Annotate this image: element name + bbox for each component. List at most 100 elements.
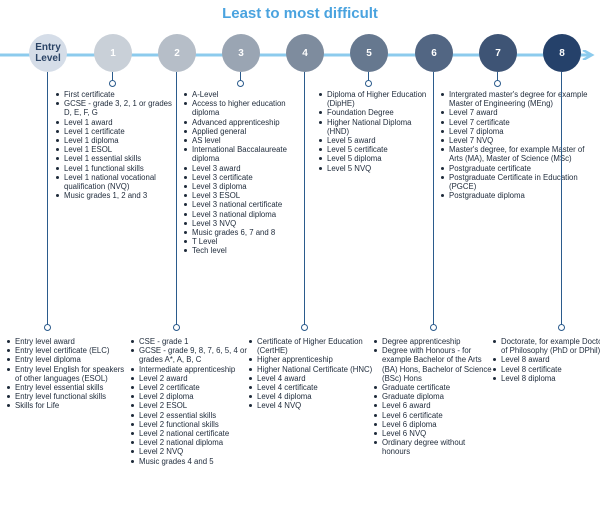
level-circle-6: 6 [415, 34, 453, 72]
qualification-item: Access to higher education diploma [184, 99, 310, 117]
qualification-list-level-4: Certificate of Higher Education (CertHE)… [248, 337, 375, 411]
connector-dot-7 [494, 80, 502, 87]
qualification-item: Higher apprenticeship [249, 355, 375, 364]
qualification-item: Certificate of Higher Education (CertHE) [249, 337, 375, 355]
level-circle-5: 5 [350, 34, 388, 72]
qualification-item: First certificate [56, 90, 180, 99]
qualification-list-level-7: Intergrated master's degree for example … [440, 90, 599, 200]
qualification-list-level-8: Doctorate, for example Doctor of Philoso… [492, 337, 600, 383]
connector-line-7 [497, 72, 499, 83]
qualification-item: Music grades 1, 2 and 3 [56, 191, 180, 200]
qualification-item: Level 3 award [184, 164, 310, 173]
qualification-item: Higher National Diploma (HND) [319, 118, 435, 136]
qualification-item: Higher National Certificate (HNC) [249, 365, 375, 374]
qualification-item: Level 3 diploma [184, 182, 310, 191]
qualification-item: Level 1 functional skills [56, 164, 180, 173]
diagram-title: Least to most difficult [222, 5, 378, 22]
qualification-item: Foundation Degree [319, 108, 435, 117]
qualification-item: Level 1 certificate [56, 127, 180, 136]
qualification-item: Level 3 ESOL [184, 191, 310, 200]
qualification-item: Applied general [184, 127, 310, 136]
qualification-item: Level 5 NVQ [319, 164, 435, 173]
qualification-item: Level 1 diploma [56, 136, 180, 145]
qualification-item: Level 2 national certificate [131, 429, 249, 438]
qualification-item: Entry level award [7, 337, 127, 346]
qualification-item: Entry level English for speakers of othe… [7, 365, 127, 383]
qualification-item: Degree with Honours - for example Bachel… [374, 346, 494, 383]
level-circle-3: 3 [222, 34, 260, 72]
qualification-item: Graduate certificate [374, 383, 494, 392]
qualification-item: Master's degree, for example Master of A… [441, 145, 599, 163]
qualification-item: Level 2 national diploma [131, 438, 249, 447]
qualification-item: Entry level diploma [7, 355, 127, 364]
connector-line-8 [561, 72, 563, 327]
connector-line-entry [47, 72, 49, 327]
connector-dot-1 [109, 80, 117, 87]
qualification-item: Level 5 diploma [319, 154, 435, 163]
level-circle-4: 4 [286, 34, 324, 72]
qualification-item: Level 6 certificate [374, 411, 494, 420]
qualification-item: Level 8 certificate [493, 365, 600, 374]
qualification-item: Level 3 certificate [184, 173, 310, 182]
qualification-item: Level 2 certificate [131, 383, 249, 392]
qualification-item: Diploma of Higher Education (DipHE) [319, 90, 435, 108]
level-circle-8: 8 [543, 34, 581, 72]
level-circle-7: 7 [479, 34, 517, 72]
qualification-item: Level 2 award [131, 374, 249, 383]
qualification-item: Level 4 diploma [249, 392, 375, 401]
level-circle-1: 1 [94, 34, 132, 72]
qualification-item: AS level [184, 136, 310, 145]
connector-line-4 [304, 72, 306, 327]
connector-line-5 [368, 72, 370, 83]
connector-line-1 [112, 72, 114, 83]
level-circle-entry: Entry Level [29, 34, 67, 72]
connector-dot-3 [237, 80, 245, 87]
connector-dot-5 [365, 80, 373, 87]
qualification-item: T Level [184, 237, 310, 246]
qualification-item: Advanced apprenticeship [184, 118, 310, 127]
qualification-item: Level 2 essential skills [131, 411, 249, 420]
qualification-item: Level 8 award [493, 355, 600, 364]
qualification-item: Level 1 award [56, 118, 180, 127]
qualification-item: Intermediate apprenticeship [131, 365, 249, 374]
qualification-item: Graduate diploma [374, 392, 494, 401]
qualification-item: Level 1 ESOL [56, 145, 180, 154]
connector-dot-entry [44, 324, 52, 331]
qualification-item: Level 1 essential skills [56, 154, 180, 163]
connector-line-2 [176, 72, 178, 327]
qualification-item: GCSE - grade 9, 8, 7, 6, 5, 4 or grades … [131, 346, 249, 364]
qualification-item: Tech level [184, 246, 310, 255]
qualification-item: Level 6 NVQ [374, 429, 494, 438]
qualification-item: Ordinary degree without honours [374, 438, 494, 456]
qualification-item: International Baccalaureate diploma [184, 145, 310, 163]
qualification-item: Degree apprenticeship [374, 337, 494, 346]
qualification-item: Level 8 diploma [493, 374, 600, 383]
qualification-item: Level 2 ESOL [131, 401, 249, 410]
qualification-item: Music grades 6, 7 and 8 [184, 228, 310, 237]
qualification-item: Postgraduate certificate [441, 164, 599, 173]
qualification-item: Level 6 award [374, 401, 494, 410]
qualification-item: GCSE - grade 3, 2, 1 or grades D, E, F, … [56, 99, 180, 117]
qualification-item: Level 7 NVQ [441, 136, 599, 145]
qualification-item: Level 3 national certificate [184, 200, 310, 209]
qualification-item: Level 2 diploma [131, 392, 249, 401]
qualification-item: Music grades 4 and 5 [131, 457, 249, 466]
qualification-item: Skills for Life [7, 401, 127, 410]
qualification-item: A-Level [184, 90, 310, 99]
qualification-item: Doctorate, for example Doctor of Philoso… [493, 337, 600, 355]
connector-dot-6 [430, 324, 438, 331]
qualification-item: Level 2 functional skills [131, 420, 249, 429]
connector-dot-8 [558, 324, 566, 331]
qualification-item: Level 5 award [319, 136, 435, 145]
qualification-item: CSE - grade 1 [131, 337, 249, 346]
connector-line-3 [240, 72, 242, 83]
qualification-item: Level 5 certificate [319, 145, 435, 154]
level-circle-2: 2 [158, 34, 196, 72]
qualification-item: Intergrated master's degree for example … [441, 90, 599, 108]
qualification-item: Postgraduate Certificate in Education (P… [441, 173, 599, 191]
